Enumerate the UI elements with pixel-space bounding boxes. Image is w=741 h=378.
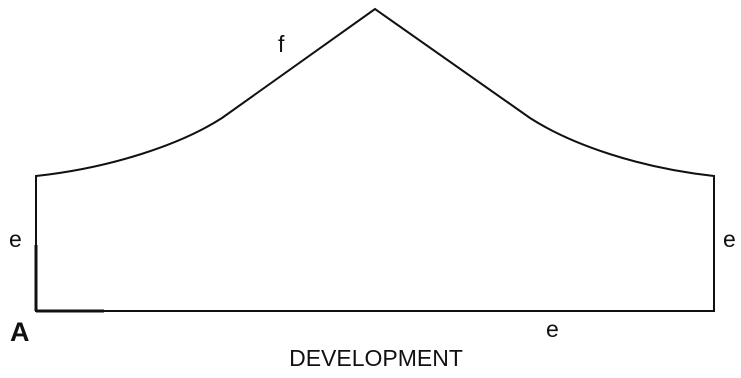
right-side-label: e [723,226,736,252]
diagram-caption: DEVELOPMENT [289,345,463,371]
development-outline [35,7,715,312]
curve-label: f [278,31,285,57]
left-side-label: e [9,226,22,252]
base-label: e [546,316,559,342]
corner-label: A [10,317,30,347]
